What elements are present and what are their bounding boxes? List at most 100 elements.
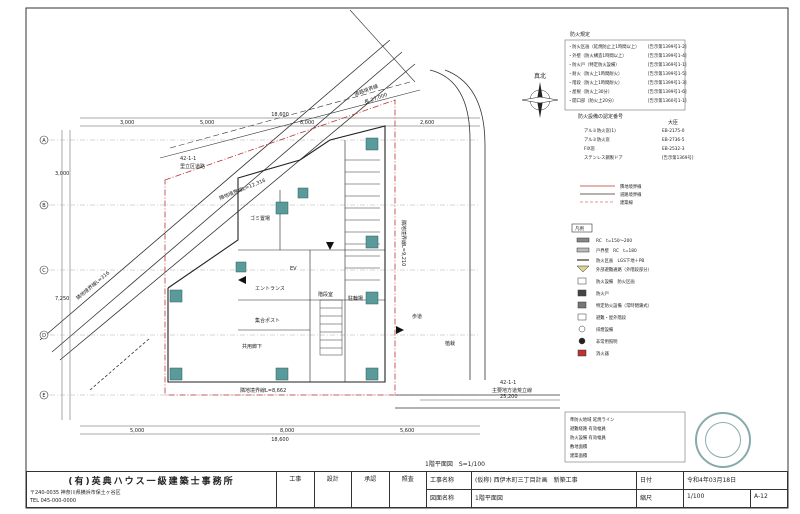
dimension-lines: [61, 117, 560, 435]
entry-arrow-left: [238, 276, 246, 284]
legend-symbol-1: 戸界壁 RC t=180: [596, 247, 637, 254]
dim-top-c: 8,000: [300, 120, 314, 126]
road-mid-title: 42-1-1: [180, 156, 196, 162]
grid-label-d: D: [42, 333, 46, 339]
legend-fire-item-1: アルミ防火窓: [584, 136, 610, 143]
drawing-key: 図面名称: [427, 490, 472, 507]
columns: [169, 137, 379, 381]
dim-top-b: 5,000: [200, 120, 214, 126]
grid-bubbles: A B C D E: [39, 135, 49, 400]
site-boundary: [164, 99, 396, 396]
note-1: 避難経路 有効幅員: [570, 425, 606, 432]
approval-cells: 工事 設計 承認 照査: [277, 472, 427, 507]
legend-top-code-2: [告示第1369号1-1]: [648, 61, 687, 68]
legend-symbol-2: 防火区画 LGS下地＋PB: [596, 257, 644, 264]
legend-top-code-0: [告示第1399号1-2]: [648, 43, 687, 50]
grid-label-c: C: [42, 268, 46, 274]
meta-cells: 日付 令和4年03月18日 縮尺 1/100 A-12: [637, 472, 787, 507]
project-name: (仮称) 西伊木町三丁目計画 新築工事: [475, 477, 578, 484]
legend-symbol-7: 避難・屋外階段: [596, 314, 627, 321]
sheet-number: A-12: [750, 490, 787, 507]
project-cells: 工事名称 (仮称) 西伊木町三丁目計画 新築工事 図面名称 1階平面図: [427, 472, 637, 507]
note-3: 敷地面積: [570, 443, 588, 450]
legend-fire-code-3: [告示第1369号]: [662, 154, 694, 161]
legend-symbols: 凡例 RC t=150〜200 戸界壁 RC t=180 防火区画 LGS下地＋…: [571, 223, 652, 357]
dim-bottom-total: 18,600: [271, 437, 289, 443]
room-labels: エントランス 集合ポスト 共用廊下 階段室 EV ゴミ置場 駐輪場 歩道 植栽: [242, 215, 455, 350]
legend-top-item-6: ・開口部（防火上20分）: [568, 97, 616, 104]
parking-stripes: [345, 159, 380, 281]
drawing-label: 1階平面図 S=1/100: [425, 460, 485, 468]
dim-top-d: 2,600: [420, 120, 434, 126]
dim-top-a: 3,000: [120, 120, 134, 126]
legend-top-code-6: [告示第1360号1-1]: [648, 97, 687, 104]
legend-fire-code-1: EB-2736-5: [662, 137, 685, 143]
entry-arrow-right: [396, 326, 404, 334]
room-trash: ゴミ置場: [250, 215, 270, 222]
legend-top-code-4: [告示第1399号1-3]: [648, 79, 687, 86]
legend-lines: 隣地境界線 道路境界線 建築線: [580, 183, 642, 206]
approval-1: 設計: [315, 472, 352, 507]
dim-right-total: 25,200: [500, 394, 518, 400]
room-stair: 階段室: [318, 291, 333, 298]
legend-symbol-3: 外部避難通路（外階段部分）: [596, 266, 652, 273]
north-label: 真北: [534, 72, 546, 80]
grid-label-b: B: [42, 203, 46, 209]
entry-arrows: [238, 242, 404, 334]
legend-symbol-8: 排煙設備: [596, 326, 614, 333]
date-key: 日付: [637, 472, 684, 489]
road-left-title: 隣地境界線L=316: [75, 269, 111, 301]
grid-axes: [50, 139, 480, 396]
legend-top-code-3: [告示第1399号1-5]: [648, 70, 687, 77]
note-2: 防火設備 有効幅員: [570, 434, 606, 441]
legend-top-code-5: [告示第1399号1-6]: [648, 88, 687, 95]
dim-left-2: 7,250: [55, 296, 69, 302]
right-road: [395, 69, 560, 409]
legend-fire-item-0: アルミ防火窓(1): [584, 127, 616, 134]
dim-bottom-b: 8,000: [280, 428, 294, 434]
room-entrance: エントランス: [255, 286, 285, 292]
legend-symbol-5: 防火戸: [596, 290, 610, 297]
notes-box: 準防火地域 延焼ライン 避難経路 有効幅員 防火設備 有効幅員 敷地面積 建築面…: [564, 411, 686, 463]
sheet-border: [25, 7, 789, 509]
road-mid-sub: 里立区道路: [180, 163, 205, 170]
legend-top: 防火規定 ・防火区画（延焼防止上1時間以上） [告示第1399号1-2] ・外壁…: [564, 31, 687, 111]
stair: [319, 299, 343, 356]
dim-bottom-c: 5,600: [400, 428, 414, 434]
legend-symbol-9: 非常用照明: [596, 338, 617, 345]
legend-top-item-4: ・階段（防火上1時間耐火）: [568, 79, 622, 86]
road-right-title: 隣地境界線L=9,210: [400, 220, 407, 266]
building: [167, 125, 386, 383]
firm-cell: (有)英典ハウス一級建築士事務所 〒240-0035 神奈川県横浜市保土ヶ谷区 …: [27, 472, 277, 507]
approval-0: 工事: [277, 472, 315, 507]
firm-name: (有)英典ハウス一級建築士事務所: [68, 477, 235, 487]
room-hall: 共用廊下: [242, 343, 262, 350]
road-bottom-title: 隣地境界線L=8,662: [240, 387, 286, 394]
date-value: 令和4年03月18日: [687, 477, 737, 484]
note-4: 建築面積: [570, 452, 588, 459]
legend-line-0: 隣地境界線: [620, 183, 642, 190]
legend-top-code-1: [告示第1399号1-4]: [648, 52, 687, 59]
grid-label-a: A: [42, 138, 46, 144]
seal-stamp: [695, 412, 751, 468]
dim-left-1: 3,000: [55, 171, 69, 177]
legend-top-title: 防火規定: [570, 31, 590, 38]
grid-label-e: E: [42, 393, 45, 399]
dim-bottom-a: 5,000: [130, 428, 144, 434]
legend-top-item-2: ・防火戸（特定防火設備）: [568, 61, 620, 68]
legend-symbol-4: 防火設備 防火区画: [596, 278, 635, 285]
room-mailbox: 集合ポスト: [255, 317, 280, 324]
legend-top-item-3: ・耐火（防火上1時間耐火）: [568, 70, 622, 77]
dimension-texts: 18,600 3,000 5,000 8,000 2,600 18,600 5,…: [55, 112, 518, 443]
room-side-road: 歩道: [412, 313, 422, 320]
north-arrow-icon: 真北: [521, 72, 559, 118]
legend-fire-item-3: ステンレス鋼製ドア: [584, 154, 623, 161]
legend-top-item-5: ・屋根（防火上30分）: [568, 88, 612, 95]
project-key: 工事名称: [427, 472, 472, 489]
top-road-lines: [159, 9, 421, 159]
legend-fire-sub: 大臣: [668, 119, 678, 126]
legend-line-1: 道路境界線: [620, 191, 642, 198]
road-labels: 道路境界線 長 27,000 42-1-1 里立区道路 隣地境界線L=12,31…: [75, 83, 532, 394]
legend-top-item-0: ・防火区画（延焼防止上1時間以上）: [568, 43, 639, 50]
